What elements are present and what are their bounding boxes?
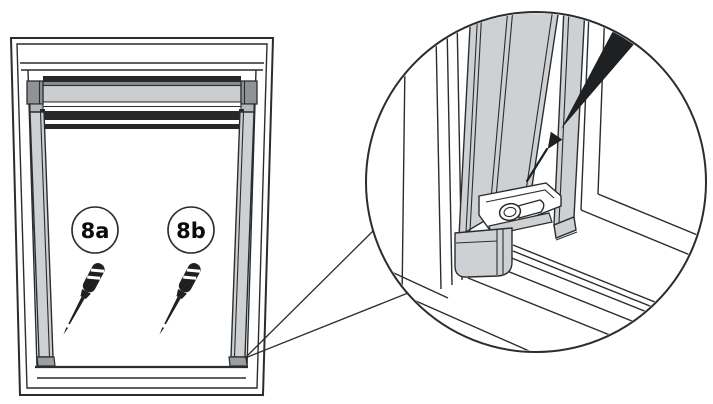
window-bottom-frame-lines: [35, 365, 248, 379]
strip-end-cap: [553, 216, 577, 239]
badge-circle: [167, 206, 215, 254]
side-rail-left: [29, 111, 56, 367]
badge-label-8a: 8a: [81, 219, 110, 243]
detail-screwdriver-icon: [525, 14, 641, 183]
side-rail-right: [228, 111, 255, 367]
rail-foot-left: [36, 356, 56, 367]
step-badge-8a: 8a: [71, 206, 119, 254]
detail-side-rail: [458, 13, 560, 238]
blind-fabric: [45, 128, 246, 367]
rail-foot-right: [228, 356, 248, 367]
callout-leader-lines: [244, 230, 409, 359]
blind-bottom-bar: [40, 109, 244, 129]
cassette-body: [42, 84, 242, 103]
detail-frame-lines-right: [580, 13, 705, 263]
window-top-frame-lines: [20, 62, 264, 71]
window-sash-side-lines: [27, 69, 257, 368]
blind-cassette: [26, 76, 258, 113]
screw-icon: [498, 199, 545, 222]
cassette-top-edge: [43, 76, 241, 82]
step-badge-8b: 8b: [167, 206, 215, 254]
detail-rail-foot: [454, 227, 513, 278]
cassette-end-cap-right: [240, 80, 258, 105]
cassette-bottom-strip: [42, 101, 242, 107]
detail-view: [382, 13, 705, 351]
badge-label-8b: 8b: [176, 219, 206, 243]
magnifier-circle-outline: [365, 11, 707, 353]
badge-circle: [71, 206, 119, 254]
window-frame-inner-edge: [16, 43, 268, 389]
window-assembly: 8a 8b: [9, 37, 275, 396]
cassette-top-band: [43, 82, 241, 86]
cassette-end-cap-left: [26, 80, 44, 105]
